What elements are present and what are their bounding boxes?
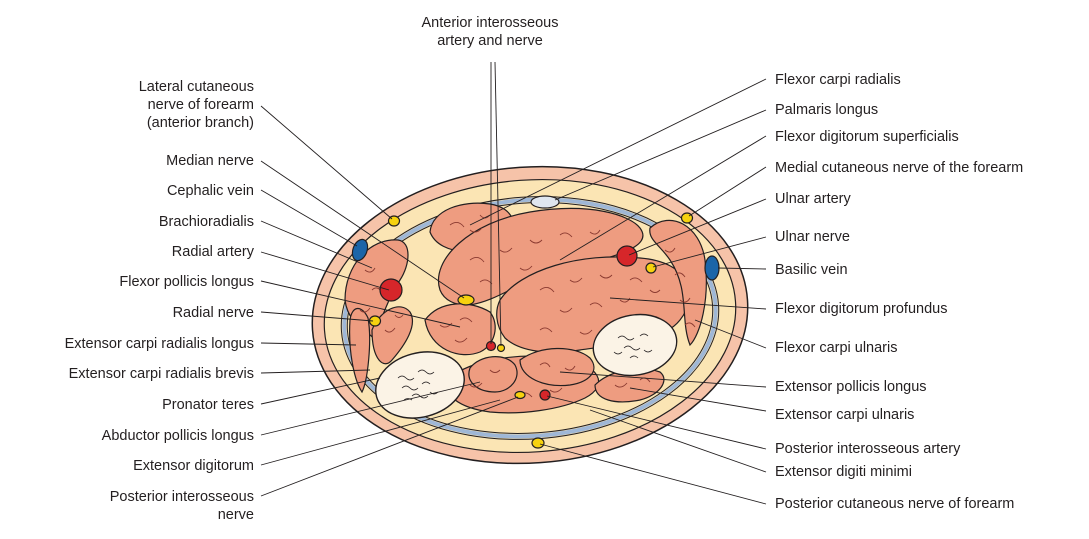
label-line: Extensor pollicis longus [775, 378, 927, 396]
label-line: Flexor pollicis longus [119, 273, 254, 291]
label-palmaris-longus: Palmaris longus [775, 101, 878, 119]
label-line: Extensor carpi radialis brevis [69, 365, 254, 383]
label-flexor-pollicis-longus: Flexor pollicis longus [119, 273, 254, 291]
label-flexor-digitorum-profundus: Flexor digitorum profundus [775, 300, 947, 318]
label-radial-artery: Radial artery [172, 243, 254, 261]
label-line: Extensor digitorum [133, 457, 254, 475]
label-line: Lateral cutaneous [139, 78, 254, 96]
label-posterior-interosseous-nerve: Posterior interosseous nerve [110, 488, 254, 524]
label-posterior-interosseous-artery: Posterior interosseous artery [775, 440, 960, 458]
label-line: Medial cutaneous nerve of the forearm [775, 159, 1023, 177]
label-posterior-cutaneous-nerve: Posterior cutaneous nerve of forearm [775, 495, 1014, 513]
label-line: Radial artery [172, 243, 254, 261]
posterior-interosseous-artery-dot [540, 390, 550, 400]
radial-artery-dot [380, 279, 402, 301]
label-extensor-pollicis-longus: Extensor pollicis longus [775, 378, 927, 396]
label-line: Extensor carpi radialis longus [65, 335, 254, 353]
label-line: Flexor digitorum superficialis [775, 128, 959, 146]
ulnar-artery-dot [617, 246, 637, 266]
label-line: Extensor carpi ulnaris [775, 406, 914, 424]
label-line: Posterior interosseous [110, 488, 254, 506]
label-line: (anterior branch) [139, 114, 254, 132]
label-line: nerve [110, 506, 254, 524]
label-line: Posterior interosseous artery [775, 440, 960, 458]
label-line: nerve of forearm [139, 96, 254, 114]
basilic-vein-dot [705, 256, 719, 280]
label-ulnar-artery: Ulnar artery [775, 190, 851, 208]
label-line: artery and nerve [385, 32, 595, 50]
median-nerve-dot [458, 295, 474, 305]
label-median-nerve: Median nerve [166, 152, 254, 170]
label-line: Ulnar artery [775, 190, 851, 208]
label-line: Median nerve [166, 152, 254, 170]
label-extensor-carpi-radialis-longus: Extensor carpi radialis longus [65, 335, 254, 353]
palmaris-longus-tendon [531, 196, 559, 208]
label-anterior-interosseous-artery-and-nerve: Anterior interosseous artery and nerve [385, 14, 595, 50]
ulnar-nerve-dot [646, 263, 656, 273]
label-line: Cephalic vein [167, 182, 254, 200]
label-line: Anterior interosseous [385, 14, 595, 32]
label-line: Flexor carpi ulnaris [775, 339, 898, 357]
label-lateral-cutaneous-nerve: Lateral cutaneous nerve of forearm (ante… [139, 78, 254, 132]
label-extensor-carpi-ulnaris: Extensor carpi ulnaris [775, 406, 914, 424]
label-ulnar-nerve: Ulnar nerve [775, 228, 850, 246]
label-flexor-carpi-radialis: Flexor carpi radialis [775, 71, 901, 89]
label-radial-nerve: Radial nerve [173, 304, 254, 322]
label-extensor-digitorum: Extensor digitorum [133, 457, 254, 475]
label-line: Flexor digitorum profundus [775, 300, 947, 318]
label-medial-cutaneous-nerve: Medial cutaneous nerve of the forearm [775, 159, 1023, 177]
label-line: Flexor carpi radialis [775, 71, 901, 89]
label-extensor-digiti-minimi: Extensor digiti minimi [775, 463, 912, 481]
label-abductor-pollicis-longus: Abductor pollicis longus [102, 427, 254, 445]
label-flexor-carpi-ulnaris: Flexor carpi ulnaris [775, 339, 898, 357]
posterior-cutaneous-nerve-dot [532, 438, 544, 448]
label-line: Posterior cutaneous nerve of forearm [775, 495, 1014, 513]
label-extensor-carpi-radialis-brevis: Extensor carpi radialis brevis [69, 365, 254, 383]
label-cephalic-vein: Cephalic vein [167, 182, 254, 200]
label-line: Brachioradialis [159, 213, 254, 231]
label-flexor-digitorum-superficialis: Flexor digitorum superficialis [775, 128, 959, 146]
label-line: Abductor pollicis longus [102, 427, 254, 445]
label-line: Ulnar nerve [775, 228, 850, 246]
label-line: Extensor digiti minimi [775, 463, 912, 481]
label-pronator-teres: Pronator teres [162, 396, 254, 414]
label-line: Palmaris longus [775, 101, 878, 119]
label-line: Radial nerve [173, 304, 254, 322]
label-brachioradialis: Brachioradialis [159, 213, 254, 231]
label-line: Pronator teres [162, 396, 254, 414]
label-line: Basilic vein [775, 261, 848, 279]
label-basilic-vein: Basilic vein [775, 261, 848, 279]
